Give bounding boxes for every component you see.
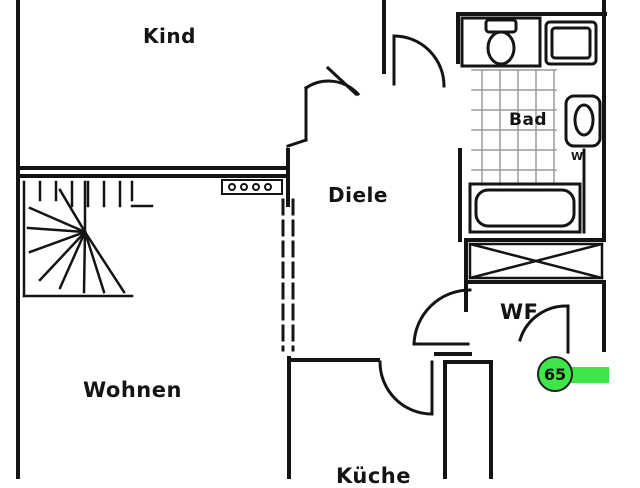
- door-swings: [286, 34, 570, 416]
- room-label-diele: Diele: [328, 183, 388, 207]
- bath-tile-grid: [471, 69, 557, 186]
- room-label-kueche: Küche: [336, 464, 411, 488]
- unit-number-badge: 65: [537, 356, 573, 392]
- unit-badge-connector: [571, 367, 609, 383]
- kitchen-walls: [287, 352, 493, 479]
- room-label-wf: WF: [500, 300, 539, 324]
- room-label-wohnen: Wohnen: [83, 378, 182, 402]
- radiator: [221, 179, 283, 195]
- storage-cross: [468, 242, 604, 280]
- room-label-bad: Bad: [509, 110, 548, 130]
- bath-fixtures: [460, 16, 602, 234]
- staircase: [22, 180, 154, 298]
- room-label-kind: Kind: [143, 24, 196, 48]
- diele-dashed-opening: [281, 198, 295, 352]
- bath-walls: [458, 148, 606, 352]
- exterior-walls: [16, 0, 607, 479]
- fixture-marker-w: W: [571, 150, 584, 163]
- kind-walls: [16, 166, 287, 178]
